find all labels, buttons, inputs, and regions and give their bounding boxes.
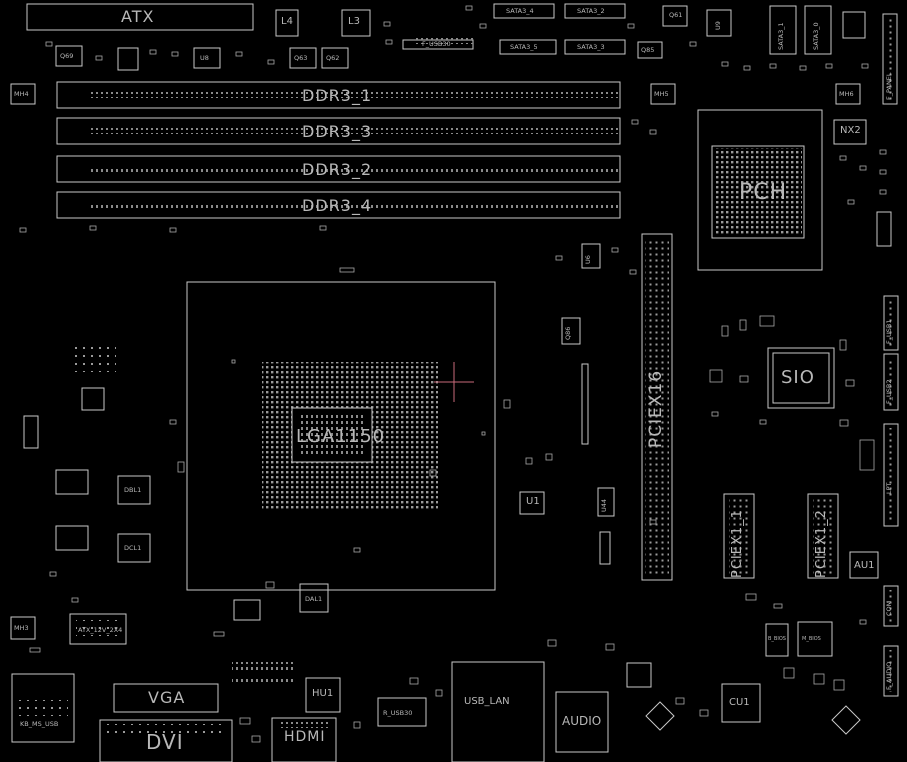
hdmi-label: HDMI [284,729,326,745]
au1-label: AU1 [854,560,875,571]
kb-ms-usb-label: KB_MS_USB [20,720,59,728]
f-usb1-label: F_USB1 [885,319,893,344]
dvi-port [99,719,233,762]
dvi-label: DVI [146,730,184,754]
sio-chip [767,347,835,409]
dbl1-label: DBL1 [124,486,142,494]
dal1-label: DAL1 [305,595,323,603]
pch-chip [697,109,823,271]
ddr3-2-label: DDR3_2 [302,160,373,179]
ddr-slot-4 [56,191,621,219]
socket-label: LGA1150 [296,426,386,447]
audio-label: AUDIO [562,714,602,728]
usb-lan-port [451,661,545,762]
sata4-label: SATA3_4 [506,7,534,15]
f-usb2-label: F_USB2 [885,379,893,404]
vga-port [113,683,219,713]
ddr-slot-2 [56,155,621,183]
mh3-label: MH3 [14,624,29,632]
dcl1-label: DCL1 [124,544,142,552]
u6-label: U6 [584,255,592,264]
cu1-label: CU1 [729,697,750,708]
q62-label: Q62 [326,54,340,62]
nx2-label: NX2 [840,125,861,136]
lpt-label: LPT [885,482,893,494]
atx-connector [26,3,254,31]
l4-label: L4 [281,16,293,27]
u1-label: U1 [526,496,540,507]
u9-label: U9 [714,21,722,30]
hdmi-port [271,717,337,762]
sio-label: SIO [781,367,815,388]
atx-label: ATX [121,7,155,26]
m-bios-label: M_BIOS [802,636,821,642]
l3-label: L3 [348,16,360,27]
mh4-label: MH4 [14,90,29,98]
sata3-label: SATA3_3 [577,43,605,51]
mh5-label: MH5 [654,90,669,98]
vga-label: VGA [148,688,186,707]
audio-jack [555,691,609,753]
f-usb30-label: F_USB30 [422,40,451,48]
pciex1-2-label: PCIEX1_2 [814,509,829,578]
ddr-slot-1 [56,81,621,109]
ddr-slot-3 [56,117,621,145]
ddr3-1-label: DDR3_1 [302,86,373,105]
mh6-label: MH6 [839,90,854,98]
usb-lan-label: USB_LAN [464,696,510,707]
pciex16-label: PCIEX16 [646,369,666,448]
ddr3-4-label: DDR3_4 [302,196,373,215]
atx-12v-label: ATX_12V_2X4 [78,626,123,634]
pciex1-1-label: PCIEX1_1 [730,509,745,578]
r-usb30-label: R_USB30 [383,709,413,717]
sata1-label: SATA3_1 [777,22,785,50]
pciex16-slot [641,233,673,581]
hu1-label: HU1 [312,688,334,699]
com-label: COM [885,600,893,616]
pch-label: PCH [739,180,788,205]
q85-label: Q85 [641,46,655,54]
sata2-label: SATA3_2 [577,7,605,15]
q61-label: Q61 [669,11,683,19]
sata0-label: SATA3_0 [812,22,820,50]
f-panel-label: F_PANEL [885,72,893,100]
ddr3-3-label: DDR3_3 [302,122,373,141]
q63-label: Q63 [294,54,308,62]
u44-label: U44 [600,498,608,512]
sata5-label: SATA3_5 [510,43,538,51]
u8-label: U8 [200,54,209,62]
f-audio-label: F_AUDIO [885,661,893,690]
q69-label: Q69 [60,52,74,60]
q86-label: Q86 [564,326,572,340]
cpu-socket [186,281,496,591]
b-bios-label: B_BIOS [768,636,786,642]
